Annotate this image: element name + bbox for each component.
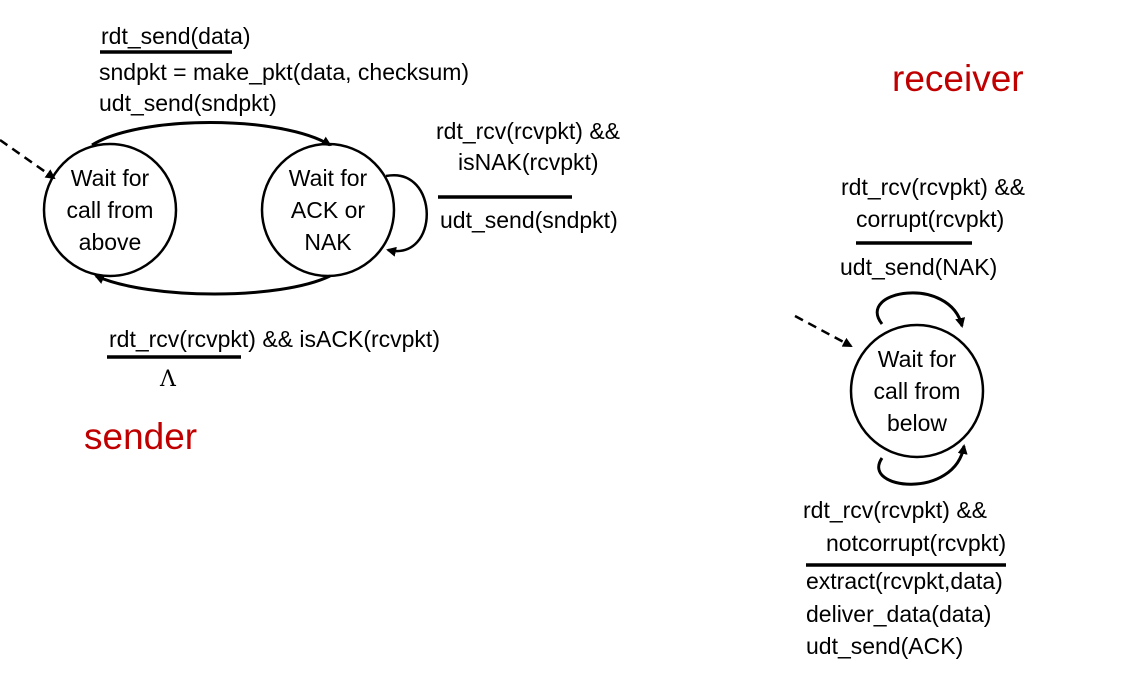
state-label-line: call from: [873, 378, 961, 404]
sender-nak-selfloop-arrow: [385, 174, 428, 257]
notcorrupt-event-label: rdt_rcv(rcvpkt) &&: [803, 497, 988, 523]
state-label-line: Wait for: [877, 346, 957, 372]
corrupt-action-label: udt_send(NAK): [840, 254, 998, 280]
sender-send-transition-arrow: [91, 121, 332, 147]
state-label-line: Wait for: [288, 165, 368, 191]
nak-action-label: udt_send(sndpkt): [440, 207, 618, 233]
state-label-line: below: [886, 410, 948, 436]
receiver-corrupt-selfloop-arrow: [875, 291, 966, 328]
state-label-line: above: [78, 229, 142, 255]
sender-role-label: sender: [84, 416, 198, 457]
state-wait-call-above-circle: [42, 142, 178, 278]
nak-event-label: rdt_rcv(rcvpkt) &&: [436, 118, 621, 144]
state-label-line: NAK: [304, 229, 352, 255]
receiver-notcorrupt-selfloop-arrow: [877, 444, 968, 486]
corrupt-event-label: corrupt(rcvpkt): [856, 206, 1005, 232]
ack-event-label: rdt_rcv(rcvpkt) && isACK(rcvpkt): [109, 326, 440, 352]
state-wait-call-above: Wait for call from above: [44, 162, 176, 258]
state-label-line: call from: [66, 197, 154, 223]
state-wait-call-below-circle: [849, 323, 985, 459]
notcorrupt-action-label: extract(rcvpkt,data): [806, 568, 1003, 594]
notcorrupt-action-label: deliver_data(data): [806, 601, 992, 627]
ack-action-lambda: Λ: [160, 367, 176, 392]
nak-event-label: isNAK(rcvpkt): [458, 149, 599, 175]
receiver-role-label: receiver: [892, 58, 1024, 99]
state-label-line: Wait for: [70, 165, 150, 191]
notcorrupt-action-label: udt_send(ACK): [806, 633, 964, 659]
state-wait-ack-nak: Wait for ACK or NAK: [262, 162, 394, 258]
notcorrupt-event-label: notcorrupt(rcvpkt): [826, 530, 1007, 556]
corrupt-event-label: rdt_rcv(rcvpkt) &&: [841, 174, 1026, 200]
state-label-line: ACK or: [290, 197, 366, 223]
send-action-label: udt_send(sndpkt): [99, 90, 277, 116]
send-event-label: rdt_send(data): [101, 23, 251, 49]
send-action-label: sndpkt = make_pkt(data, checksum): [99, 59, 470, 85]
receiver-initial-arrow: [794, 314, 853, 348]
sender-initial-arrow: [0, 138, 56, 180]
state-wait-call-below: Wait for call from below: [851, 343, 983, 439]
sender-ack-transition-arrow: [94, 274, 331, 296]
